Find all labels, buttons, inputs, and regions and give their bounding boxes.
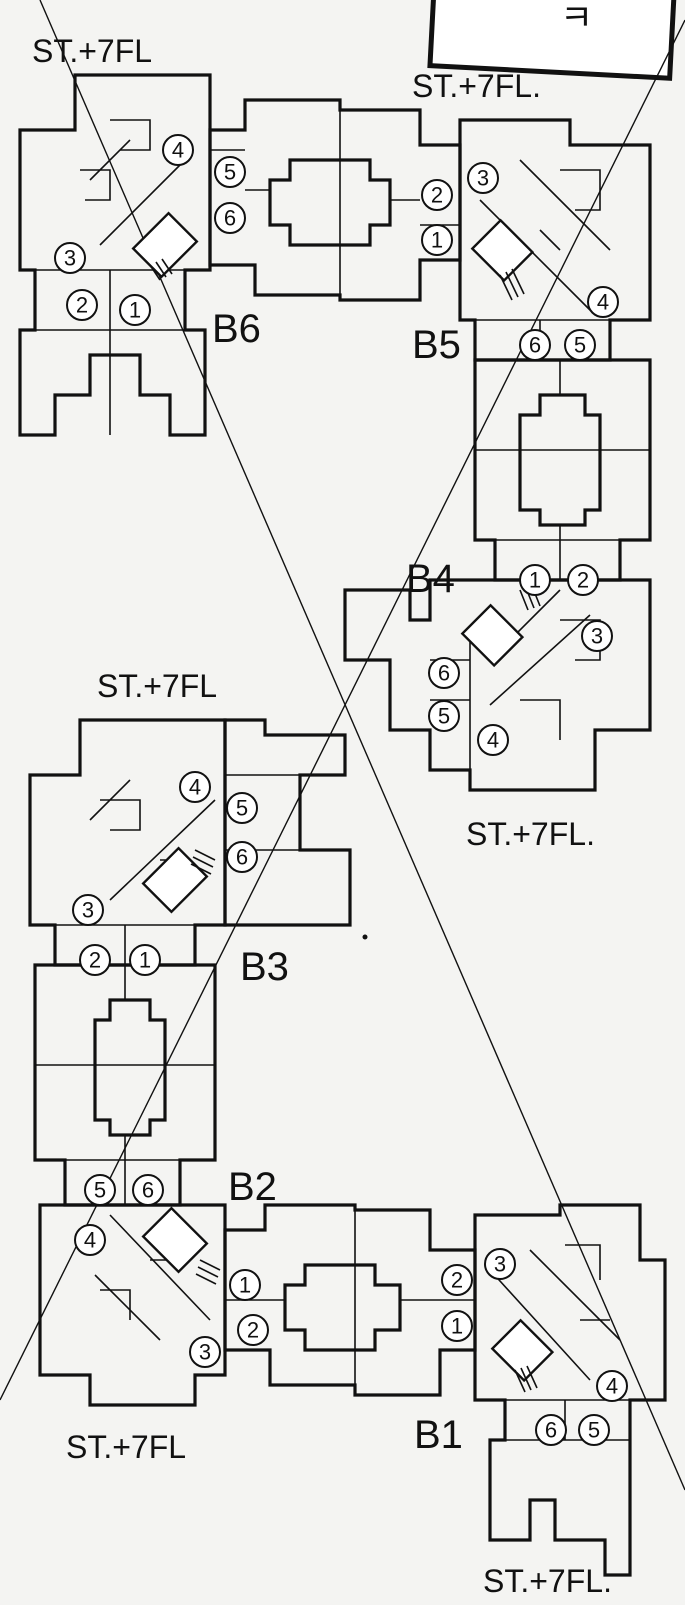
svg-text:4: 4 <box>597 290 609 315</box>
svg-text:5: 5 <box>574 333 586 358</box>
b2-unit-5: 5 <box>84 1174 116 1206</box>
block-b2 <box>38 1203 227 1407</box>
b4-unit-6: 6 <box>428 657 460 689</box>
b1-unit-6: 6 <box>535 1414 567 1446</box>
b5-unit-4: 4 <box>587 286 619 318</box>
svg-text:3: 3 <box>64 246 76 271</box>
block-b3 <box>28 718 227 967</box>
b2-unit-3: 3 <box>189 1336 221 1368</box>
svg-text:3: 3 <box>494 1252 506 1277</box>
b1-label: B1 <box>414 1413 463 1457</box>
svg-text:4: 4 <box>189 775 201 800</box>
svg-text:5: 5 <box>94 1178 106 1203</box>
b1-floors: ST.+7FL. <box>483 1563 612 1599</box>
svg-text:2: 2 <box>89 948 101 973</box>
svg-text:1: 1 <box>239 1273 251 1298</box>
svg-text:4: 4 <box>487 728 499 753</box>
svg-text:5: 5 <box>224 160 236 185</box>
b2-unit-6: 6 <box>132 1174 164 1206</box>
svg-text:3: 3 <box>82 898 94 923</box>
b4-floors: ST.+7FL. <box>466 816 595 852</box>
block-b2-b1-link <box>223 1203 477 1397</box>
b2-unit-4: 4 <box>74 1224 106 1256</box>
b4-unit-2: 2 <box>567 564 599 596</box>
b3-unit-3: 3 <box>72 894 104 926</box>
b5-floors: ST.+7FL. <box>412 68 541 104</box>
diagonal-line-2 <box>0 19 685 1401</box>
svg-text:4: 4 <box>606 1374 618 1399</box>
b3-unit-5: 5 <box>226 792 258 824</box>
b4-label: B4 <box>406 557 455 601</box>
b5-label: B5 <box>412 323 461 367</box>
b4-unit-5: 5 <box>428 700 460 732</box>
svg-text:4: 4 <box>172 138 184 163</box>
svg-text:2: 2 <box>76 293 88 318</box>
b6-unit-6: 6 <box>214 202 246 234</box>
b4-unit-3: 3 <box>581 620 613 652</box>
svg-text:5: 5 <box>236 796 248 821</box>
svg-text:1: 1 <box>129 298 141 323</box>
svg-text:2: 2 <box>577 568 589 593</box>
block-b6 <box>18 73 212 437</box>
b1-unit-5: 5 <box>578 1414 610 1446</box>
b2-floors: ST.+7FL <box>66 1429 186 1465</box>
svg-text:2: 2 <box>451 1268 463 1293</box>
svg-text:3: 3 <box>199 1340 211 1365</box>
svg-text:5: 5 <box>588 1418 600 1443</box>
block-b5 <box>458 118 652 362</box>
b6-unit-3: 3 <box>54 242 86 274</box>
b1-unit-1: 1 <box>441 1310 473 1342</box>
b3-floors: ST.+7FL <box>97 668 217 704</box>
block-b5-b4-link <box>473 358 652 582</box>
b1-unit-3: 3 <box>484 1248 516 1280</box>
b5-unit-6: 6 <box>519 329 551 361</box>
stamp-text: ㅋ <box>560 0 593 39</box>
svg-text:3: 3 <box>591 624 603 649</box>
b6-unit-5: 5 <box>214 156 246 188</box>
svg-text:2: 2 <box>247 1318 259 1343</box>
svg-text:5: 5 <box>438 704 450 729</box>
b1-unit-2: 2 <box>441 1264 473 1296</box>
b2-label: B2 <box>228 1165 277 1209</box>
svg-text:3: 3 <box>477 166 489 191</box>
svg-text:1: 1 <box>529 568 541 593</box>
svg-text:6: 6 <box>224 206 236 231</box>
b5-unit-2: 2 <box>421 179 453 211</box>
b3-unit-6: 6 <box>226 841 258 873</box>
stamp: ㅋ <box>427 0 677 81</box>
b5-unit-3: 3 <box>467 162 499 194</box>
b4-unit-1: 1 <box>519 564 551 596</box>
b3-unit-4: 4 <box>179 771 211 803</box>
b2-unit-2: 2 <box>237 1314 269 1346</box>
b3-unit-1: 1 <box>129 944 161 976</box>
b6-unit-4: 4 <box>162 134 194 166</box>
svg-text:6: 6 <box>545 1418 557 1443</box>
svg-text:4: 4 <box>84 1228 96 1253</box>
block-b3-b2-link <box>33 963 217 1207</box>
svg-text:6: 6 <box>529 333 541 358</box>
b5-unit-5: 5 <box>564 329 596 361</box>
svg-text:6: 6 <box>438 661 450 686</box>
b3-unit-2: 2 <box>79 944 111 976</box>
b6-unit-1: 1 <box>119 294 151 326</box>
b6-floors: ST.+7FL <box>32 33 152 69</box>
b1-unit-4: 4 <box>596 1370 628 1402</box>
block-b1 <box>473 1203 667 1577</box>
svg-text:1: 1 <box>451 1314 463 1339</box>
svg-text:1: 1 <box>139 948 151 973</box>
svg-text:6: 6 <box>236 845 248 870</box>
b3-label: B3 <box>240 945 289 989</box>
b6-unit-2: 2 <box>66 289 98 321</box>
svg-text:1: 1 <box>431 228 443 253</box>
svg-text:2: 2 <box>431 183 443 208</box>
b6-label: B6 <box>212 307 261 351</box>
b2-unit-1: 1 <box>229 1269 261 1301</box>
b5-unit-1: 1 <box>421 224 453 256</box>
b4-unit-4: 4 <box>477 724 509 756</box>
svg-text:6: 6 <box>142 1178 154 1203</box>
